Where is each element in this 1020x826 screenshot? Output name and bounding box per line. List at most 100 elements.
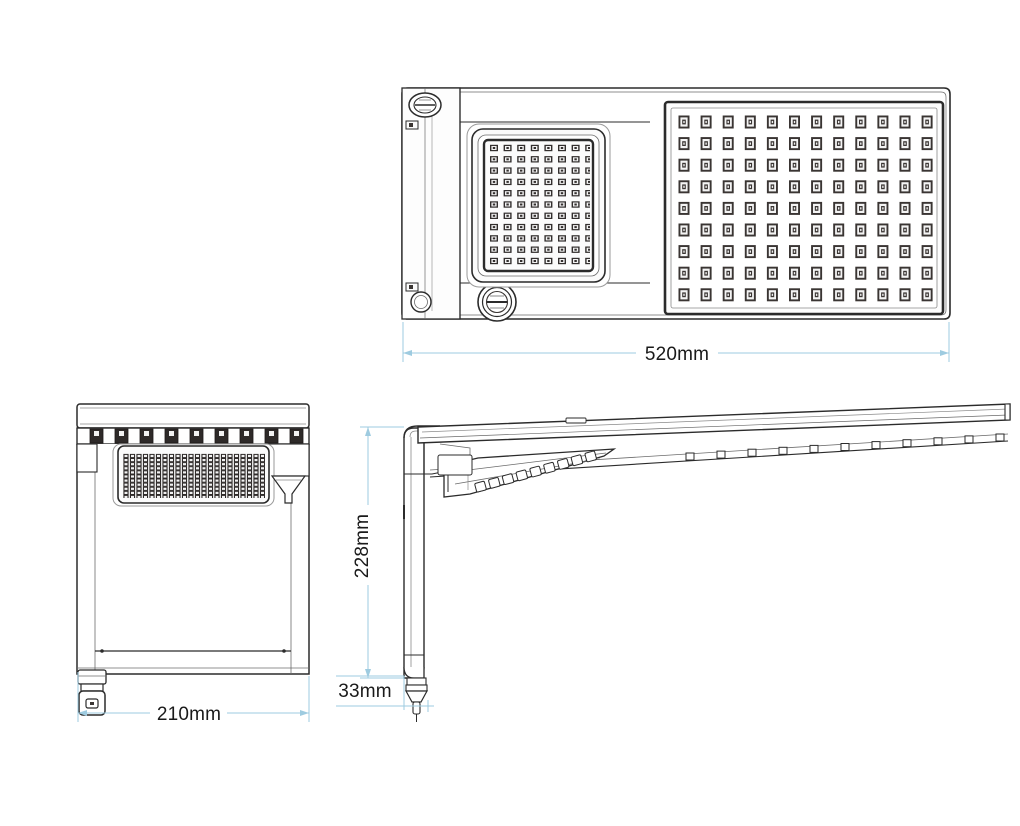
nozzle [678, 201, 690, 215]
nozzle [766, 288, 778, 302]
nozzle [207, 482, 214, 487]
nozzle [503, 178, 512, 186]
nozzle [233, 490, 240, 495]
nozzle [129, 458, 136, 463]
nozzle [246, 486, 253, 491]
nozzle [517, 144, 526, 152]
nozzle [544, 235, 553, 242]
nozzle [246, 462, 253, 467]
nozzle [490, 156, 498, 163]
nozzle [149, 453, 155, 459]
nozzle [201, 453, 207, 459]
nozzle [530, 144, 539, 152]
nozzle [155, 453, 162, 459]
nozzle [722, 245, 734, 259]
nozzle [240, 474, 246, 479]
nozzle [188, 478, 194, 483]
nozzle [149, 474, 155, 479]
nozzle [700, 180, 712, 194]
nozzle [175, 482, 181, 487]
nozzle [503, 201, 512, 208]
nozzle [175, 490, 181, 495]
nozzle [503, 246, 512, 253]
front-shoulder-left [76, 443, 98, 473]
nozzle [207, 466, 214, 471]
nozzle [530, 246, 539, 253]
nozzle [253, 482, 259, 487]
nozzle [921, 245, 933, 259]
nozzle [571, 235, 580, 242]
nozzle [811, 245, 823, 259]
nozzle [220, 453, 227, 459]
nozzle [175, 453, 181, 459]
nozzle [207, 490, 214, 495]
nozzle [181, 453, 188, 459]
nozzle [136, 478, 142, 483]
nozzle [155, 462, 162, 467]
nozzle [503, 190, 512, 197]
nozzle [722, 158, 734, 172]
nozzle [246, 482, 253, 487]
nozzle [220, 470, 227, 475]
comb-tooth [543, 461, 556, 474]
nozzle [253, 474, 259, 479]
nozzle [233, 458, 240, 463]
nozzle [766, 158, 778, 172]
nozzle [789, 223, 800, 237]
nozzle [722, 288, 734, 302]
nozzle [168, 458, 175, 463]
nozzle [246, 453, 253, 459]
nozzle [558, 201, 566, 208]
nozzle [855, 137, 867, 151]
front-view: 210mm [76, 403, 310, 725]
nozzle [233, 474, 240, 479]
mount-bracket [401, 87, 650, 320]
nozzle [142, 486, 149, 491]
nozzle [123, 486, 129, 491]
nozzle [188, 470, 194, 475]
nozzle [207, 478, 214, 483]
nozzle [129, 482, 136, 487]
nozzle [678, 115, 690, 129]
nozzle [744, 201, 756, 215]
nozzle [129, 478, 136, 483]
nozzle [490, 223, 498, 231]
nozzle [136, 482, 142, 487]
nozzle [544, 201, 553, 208]
nozzle [162, 458, 168, 463]
nozzle [201, 466, 207, 471]
comb-tooth [488, 477, 501, 489]
nozzle [136, 466, 142, 471]
nozzle [155, 478, 162, 483]
nozzle [744, 245, 756, 259]
nozzle [558, 190, 566, 197]
top-slat [264, 428, 279, 444]
nozzle [789, 137, 800, 151]
nozzle [899, 180, 911, 194]
nozzle [253, 466, 259, 471]
nozzle [220, 462, 227, 467]
top-slat [189, 428, 204, 444]
nozzle [175, 458, 181, 463]
nozzle [162, 482, 168, 487]
comb-tooth [501, 473, 515, 485]
nozzle [517, 246, 526, 253]
side-riser-body [403, 427, 425, 679]
nozzle [558, 178, 566, 186]
nozzle [136, 453, 142, 459]
nozzle [155, 486, 162, 491]
nozzle [678, 266, 690, 280]
nozzle [811, 115, 823, 129]
inlet-fitting [77, 669, 107, 716]
nozzle [188, 462, 194, 467]
nozzle [168, 462, 175, 467]
nozzle [899, 115, 911, 129]
dimension-33mm: 33mm [336, 675, 434, 712]
nozzle [490, 201, 498, 208]
nozzle [811, 223, 823, 237]
nozzle [833, 201, 845, 215]
nozzle [530, 223, 539, 231]
nozzle [517, 223, 526, 231]
nozzle [700, 266, 712, 280]
